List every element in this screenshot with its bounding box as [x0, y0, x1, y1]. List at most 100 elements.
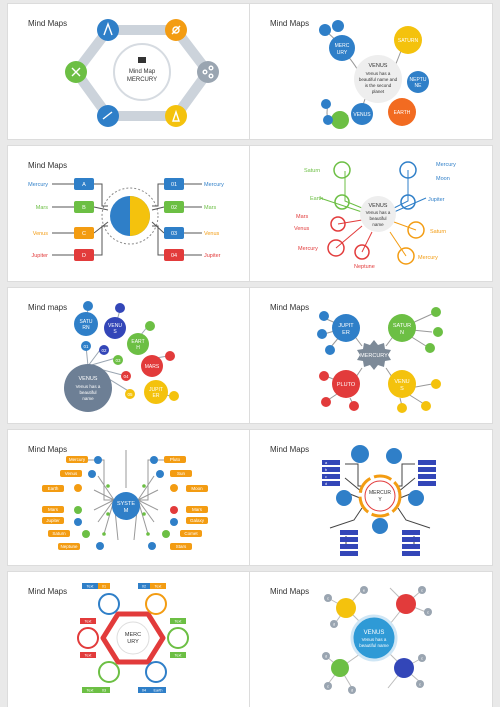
cloud-icon: [165, 351, 175, 361]
svg-text:VENUS: VENUS: [364, 630, 385, 636]
building-icon: [334, 194, 350, 210]
key-icon: [397, 403, 407, 413]
svg-text:Text: Text: [175, 654, 183, 658]
svg-text:NE: NE: [415, 83, 423, 89]
svg-text:02: 02: [171, 205, 177, 211]
slide-6[interactable]: Mind Maps MERCURY JUPIT ER SATUR N PLUTO…: [250, 288, 492, 423]
person-icon: [425, 343, 435, 353]
mindmap-diagram-1: Mind Map MERCURY: [65, 19, 219, 127]
mindmap-diagram-2: VENUS Venus has a beautiful name and is …: [319, 20, 429, 129]
svg-text:Venus has a: Venus has a: [366, 210, 391, 215]
slide-title: Mind Maps: [270, 19, 310, 28]
svg-text:c: c: [421, 588, 423, 593]
svg-text:A: A: [82, 182, 86, 188]
svg-text:03: 03: [115, 358, 121, 363]
svg-text:03: 03: [171, 231, 177, 237]
mindmap-diagram-3: A B C D 01 02 03 04 Mercury Mars Venus J…: [28, 178, 224, 261]
slide-title: Mind Maps: [28, 445, 68, 454]
slide-8[interactable]: Mind Maps MERCUR Y a b c d: [250, 430, 492, 565]
svg-text:Mars: Mars: [192, 507, 203, 512]
slide-1[interactable]: Mind Maps Mind Map MERCURY: [8, 4, 250, 139]
svg-text:M: M: [124, 508, 129, 514]
svg-text:05: 05: [127, 392, 133, 397]
share-icon: [197, 61, 219, 83]
slide-3[interactable]: Mind Maps A B C D 01 02 03 04 Mercu: [8, 146, 250, 281]
svg-text:NEPTU: NEPTU: [410, 77, 427, 83]
svg-text:Text: Text: [87, 585, 95, 589]
bus-icon: [336, 598, 356, 618]
mindmap-diagram-9: MERC URY Text 01 02 Text Text Text Text …: [77, 583, 189, 693]
svg-text:Stars: Stars: [176, 544, 187, 549]
bulb-icon: [333, 161, 351, 179]
slide-title: Mind maps: [28, 303, 68, 312]
slide-title: Mind Maps: [28, 161, 68, 170]
lightning-icon: [323, 115, 333, 125]
document-icon: [327, 239, 345, 257]
svg-text:01: 01: [83, 344, 89, 349]
svg-text:Jupiter: Jupiter: [46, 518, 60, 523]
svg-text:SATU: SATU: [80, 319, 93, 325]
svg-text:Sun: Sun: [177, 471, 186, 476]
search-icon: [331, 111, 349, 129]
center-node: [113, 43, 171, 101]
svg-text:H: H: [136, 345, 140, 351]
slide-7[interactable]: Mind Maps SYSTE M Mercury Venus Earth Ma…: [8, 430, 250, 565]
slide-5[interactable]: Mind maps VENUS Venus has a beautiful na…: [8, 288, 250, 423]
check-icon: [330, 216, 346, 232]
svg-text:Mercury: Mercury: [298, 246, 318, 252]
slide-10[interactable]: Mind Maps VENUS Venus has a beautiful na…: [250, 572, 492, 707]
flag-icon: [431, 379, 441, 389]
download-icon: [421, 401, 431, 411]
mindmap-diagram-8: MERCUR Y a b c d: [322, 445, 436, 556]
svg-text:PLUTO: PLUTO: [337, 382, 356, 388]
svg-text:Earth: Earth: [310, 196, 323, 202]
svg-text:Galaxy: Galaxy: [190, 518, 205, 523]
mail-icon: [145, 661, 167, 683]
svg-text:02: 02: [101, 348, 107, 353]
svg-text:Venus: Venus: [65, 471, 78, 476]
coin-icon: [325, 345, 335, 355]
clock-icon: [351, 445, 369, 463]
mindmap-diagram-5: VENUS Venus has a beautiful name SATU RN…: [64, 301, 179, 412]
svg-text:c: c: [327, 684, 329, 689]
pencil-icon: [354, 244, 370, 260]
svg-text:02: 02: [142, 585, 146, 589]
slide-4[interactable]: VENUS Venus has a beautiful name Saturn …: [250, 146, 492, 281]
svg-text:Mercury: Mercury: [436, 162, 456, 168]
svg-text:beautiful: beautiful: [369, 216, 386, 221]
svg-text:Text: Text: [87, 689, 95, 693]
svg-text:03: 03: [102, 689, 106, 693]
svg-text:Saturn: Saturn: [52, 531, 66, 536]
svg-text:Neptune: Neptune: [60, 544, 78, 549]
svg-text:d: d: [325, 482, 327, 486]
svg-text:Venus has a: Venus has a: [76, 384, 101, 389]
slide-2[interactable]: Mind Maps VENUS Venus has a beautiful na…: [250, 4, 492, 139]
svg-text:RN: RN: [82, 325, 90, 331]
slide-title: Mind Maps: [28, 587, 68, 596]
svg-text:Venus has a: Venus has a: [366, 71, 391, 76]
tablet-icon: [431, 307, 441, 317]
svg-text:Neptune: Neptune: [354, 264, 375, 270]
svg-text:Venus has a: Venus has a: [362, 637, 387, 642]
mindmap-diagram-6: MERCURY JUPIT ER SATUR N PLUTO VENU S: [317, 307, 443, 413]
svg-text:D: D: [82, 253, 86, 259]
svg-text:VENU: VENU: [394, 379, 409, 385]
svg-text:04: 04: [171, 253, 177, 259]
pin-icon: [321, 99, 331, 109]
gear-icon: [332, 20, 344, 32]
center-node: [354, 55, 402, 103]
airplane-icon: [396, 594, 416, 614]
svg-text:is the second: is the second: [365, 83, 392, 88]
svg-text:N: N: [400, 330, 404, 336]
pie-icon: [386, 448, 402, 464]
svg-text:S: S: [400, 386, 404, 392]
slide-9[interactable]: Mind Maps MERC URY Text 01 02 Text Text …: [8, 572, 250, 707]
mail-icon: [349, 401, 359, 411]
calendar-icon: [145, 593, 167, 615]
svg-text:c: c: [327, 596, 329, 601]
mindmap-diagram-10: VENUS Venus has a beautiful name c d e c…: [322, 586, 432, 694]
target-icon: [169, 391, 179, 401]
chat-icon: [317, 329, 327, 339]
svg-text:Saturn: Saturn: [430, 229, 446, 235]
gears-icon: [319, 24, 331, 36]
